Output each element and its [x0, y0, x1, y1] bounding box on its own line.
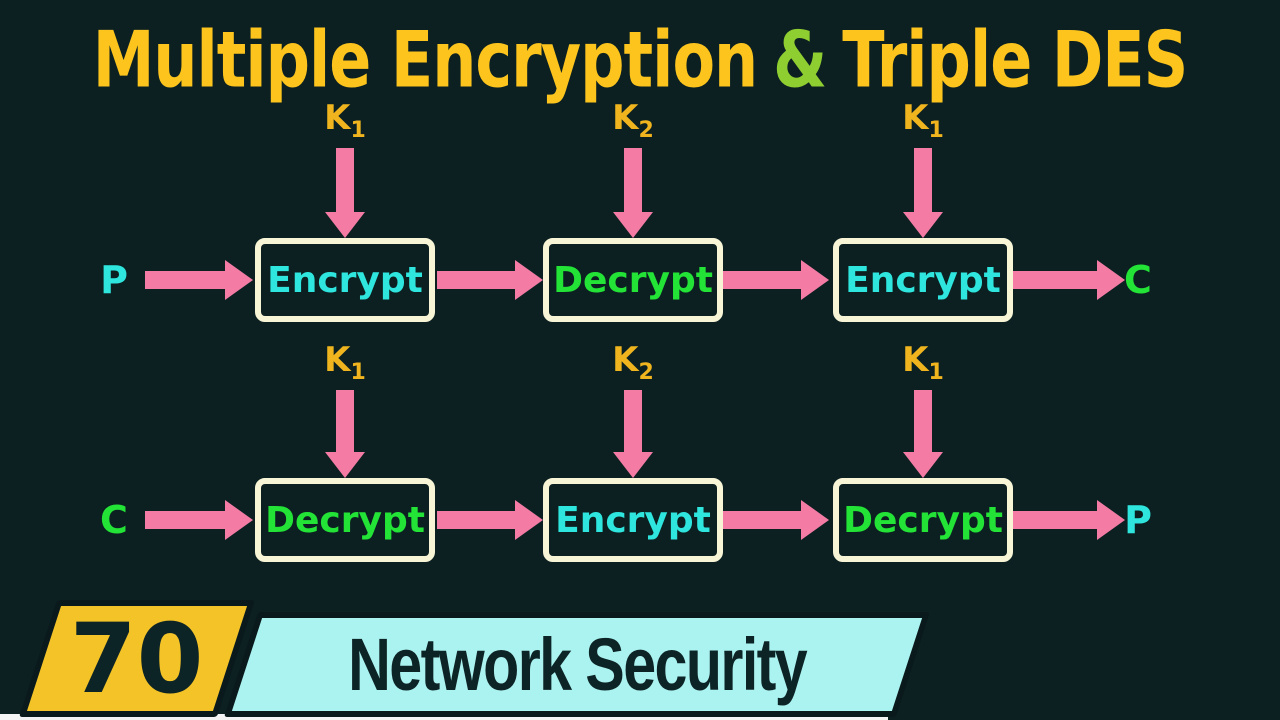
page-title: Multiple Encryption&Triple DES [0, 14, 1280, 105]
title-ampersand: & [773, 14, 827, 106]
lecture-number: 70 [70, 602, 204, 715]
arrow-right-icon [723, 500, 829, 540]
ciphertext-output-label: C [1124, 258, 1152, 302]
key-label-k2: K2 [612, 98, 654, 143]
arrow-right-icon [437, 260, 543, 300]
key-label-k1: K1 [324, 340, 366, 385]
arrow-down-icon [903, 148, 943, 238]
arrow-down-icon [613, 390, 653, 478]
arrow-down-icon [325, 390, 365, 478]
key-label-k1: K1 [902, 98, 944, 143]
arrow-down-icon [325, 148, 365, 238]
series-title-banner: Network Security [223, 612, 931, 717]
arrow-down-icon [613, 148, 653, 238]
arrow-right-icon [145, 500, 253, 540]
title-part2: Triple DES [842, 14, 1188, 106]
plaintext-input-label: P [100, 258, 128, 302]
arrow-right-icon [723, 260, 829, 300]
encrypt-box: Encrypt [543, 478, 723, 562]
arrow-right-icon [145, 260, 253, 300]
bottom-white-strip [0, 714, 888, 720]
key-label-k2: K2 [612, 340, 654, 385]
encrypt-box: Encrypt [833, 238, 1013, 322]
arrow-right-icon [1013, 500, 1125, 540]
ciphertext-input-label: C [100, 498, 128, 542]
lecture-number-badge: 70 [18, 600, 256, 717]
title-part1: Multiple Encryption [92, 14, 758, 106]
decrypt-box: Decrypt [833, 478, 1013, 562]
key-label-k1: K1 [324, 98, 366, 143]
arrow-down-icon [903, 390, 943, 478]
arrow-right-icon [437, 500, 543, 540]
arrow-right-icon [1013, 260, 1125, 300]
encrypt-box: Encrypt [255, 238, 435, 322]
plaintext-output-label: P [1124, 498, 1152, 542]
key-label-k1: K1 [902, 340, 944, 385]
series-title: Network Security [347, 622, 807, 706]
decrypt-box: Decrypt [255, 478, 435, 562]
decrypt-box: Decrypt [543, 238, 723, 322]
